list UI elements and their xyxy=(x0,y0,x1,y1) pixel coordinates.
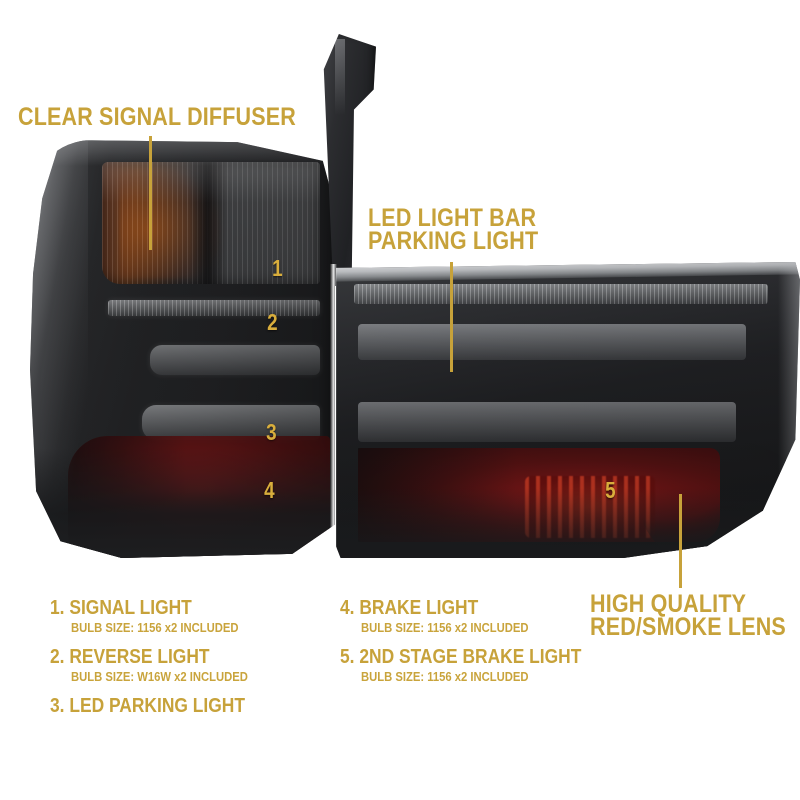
marker-1: 1 xyxy=(272,255,283,281)
legend-sub-4: BULB SIZE: 1156 x2 INCLUDED xyxy=(361,621,529,635)
legend-title-3: 3. LED PARKING LIGHT xyxy=(50,695,245,717)
marker-3: 3 xyxy=(266,419,277,445)
lens-dark-band xyxy=(189,162,227,284)
callout-led-light-bar-line1: LED LIGHT BAR xyxy=(368,204,537,232)
bottom-shadow-left xyxy=(30,448,335,558)
legend-sub-2: BULB SIZE: W16W x2 INCLUDED xyxy=(71,670,248,684)
led-light-bar-middle xyxy=(358,324,746,360)
leader-line-led-light-bar xyxy=(450,262,453,372)
leader-line-high-quality-lens xyxy=(679,494,682,588)
marker-5: 5 xyxy=(605,477,616,503)
legend-item-2: 2. REVERSE LIGHT BULB SIZE: W16W x2 INCL… xyxy=(50,646,274,685)
legend-sub-1: BULB SIZE: 1156 x2 INCLUDED xyxy=(71,621,239,635)
leader-line-clear-signal-diffuser xyxy=(149,136,152,250)
lens-sheen xyxy=(102,162,320,204)
legend: 1. SIGNAL LIGHT BULB SIZE: 1156 x2 INCLU… xyxy=(0,598,800,800)
outer-lens-rim-top xyxy=(30,140,335,166)
legend-item-1: 1. SIGNAL LIGHT BULB SIZE: 1156 x2 INCLU… xyxy=(50,597,274,636)
legend-item-4: 4. BRAKE LIGHT BULB SIZE: 1156 x2 INCLUD… xyxy=(340,597,617,636)
callout-high-quality-line1: HIGH QUALITY xyxy=(590,590,747,618)
callout-led-light-bar-line2: PARKING LIGHT xyxy=(368,227,539,255)
marker-2: 2 xyxy=(267,309,278,335)
legend-title-4: 4. BRAKE LIGHT xyxy=(340,597,479,619)
callout-clear-signal-diffuser: CLEAR SIGNAL DIFFUSER xyxy=(18,103,296,131)
callout-high-quality-line2: RED/SMOKE LENS xyxy=(590,613,786,641)
right-tail-light-assembly xyxy=(336,262,800,558)
legend-item-5: 5. 2ND STAGE BRAKE LIGHT BULB SIZE: 1156… xyxy=(340,646,617,685)
fin-highlight xyxy=(335,39,345,115)
bottom-shadow-right xyxy=(336,488,800,558)
lamp-seam-divider xyxy=(330,264,337,556)
legend-title-1: 1. SIGNAL LIGHT xyxy=(50,597,192,619)
led-parking-bar-lower xyxy=(142,405,320,440)
marker-4: 4 xyxy=(264,477,275,503)
legend-title-5: 5. 2ND STAGE BRAKE LIGHT xyxy=(340,646,582,668)
legend-sub-5: BULB SIZE: 1156 x2 INCLUDED xyxy=(361,670,529,684)
legend-item-3: 3. LED PARKING LIGHT xyxy=(50,696,274,717)
led-light-bar-top xyxy=(354,284,768,304)
legend-column-right: 4. BRAKE LIGHT BULB SIZE: 1156 x2 INCLUD… xyxy=(340,598,617,696)
reverse-light-bar xyxy=(108,300,320,316)
legend-column-left: 1. SIGNAL LIGHT BULB SIZE: 1156 x2 INCLU… xyxy=(50,598,274,729)
legend-title-2: 2. REVERSE LIGHT xyxy=(50,646,210,668)
led-parking-bar-upper xyxy=(150,345,320,375)
left-tail-light-assembly xyxy=(30,140,335,558)
led-light-bar-lower xyxy=(358,402,736,442)
clear-signal-diffuser-panel xyxy=(102,162,320,284)
